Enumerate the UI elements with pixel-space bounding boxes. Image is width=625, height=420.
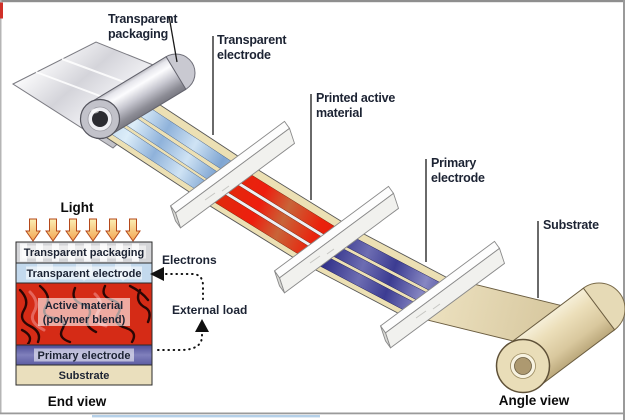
end-view-layer-label: Transparent electrode (27, 268, 142, 280)
label-primary-electrode-1: Primary (431, 156, 476, 170)
light-arrow-icon (85, 218, 101, 242)
end-view-layer-label: Transparent packaging (24, 247, 144, 259)
left-edge-red-artifact (0, 2, 3, 19)
light-arrow-icon (45, 218, 61, 242)
substrate-roll (495, 282, 625, 394)
end-view-layer-label: Substrate (59, 370, 110, 382)
external-load-arrowhead-icon (195, 319, 209, 332)
angle-view-labels: Transparent packaging Transparent electr… (108, 12, 599, 232)
label-transparent-packaging-1: Transparent (108, 12, 178, 26)
bottom-border (0, 412, 625, 415)
circuit-annotations: Electrons External load (150, 253, 247, 351)
label-substrate: Substrate (543, 218, 599, 232)
light-arrow-icon (65, 218, 81, 242)
label-primary-electrode-2: electrode (431, 171, 485, 185)
right-border (623, 0, 625, 420)
end-view-layer-label: Primary electrode (38, 350, 131, 362)
substrate-roll-core (514, 357, 532, 375)
external-load-path (157, 330, 203, 351)
label-transparent-packaging-2: packaging (108, 27, 168, 41)
end-view-layer-label: (polymer blend) (43, 314, 126, 326)
layer-substrate (15, 364, 153, 386)
top-border (0, 0, 625, 3)
light-label: Light (61, 200, 94, 215)
left-border (0, 0, 2, 414)
light-arrow-icon (25, 218, 41, 242)
end-view: Light (15, 200, 247, 409)
electrons-arrowhead-icon (150, 267, 164, 281)
label-printed-active-2: material (316, 106, 362, 120)
electrons-flow-path (165, 273, 204, 300)
leader-transparent-packaging (168, 15, 178, 63)
light-arrow-icon (125, 218, 141, 242)
packaging-roll (79, 53, 196, 140)
bottom-edge-artifact (92, 415, 320, 418)
external-load-label: External load (172, 303, 247, 317)
label-transparent-electrode-1: Transparent (217, 33, 287, 47)
angle-view-caption: Angle view (499, 393, 570, 408)
label-printed-active-1: Printed active (316, 91, 395, 105)
light-arrows (25, 218, 141, 242)
electrons-label: Electrons (162, 253, 217, 267)
label-transparent-electrode-2: electrode (217, 48, 271, 62)
end-view-caption: End view (48, 394, 107, 409)
light-arrow-icon (105, 218, 121, 242)
printing-blade-2 (273, 185, 400, 294)
angle-view: Transparent packaging Transparent electr… (11, 12, 625, 408)
printing-blade-1 (169, 120, 296, 229)
end-view-layer-label: Active material (45, 300, 123, 312)
printing-blade-3 (379, 240, 506, 349)
packaging-roll-core (92, 111, 108, 127)
layer-stack: Transparent packaging Transparent electr… (15, 241, 153, 386)
